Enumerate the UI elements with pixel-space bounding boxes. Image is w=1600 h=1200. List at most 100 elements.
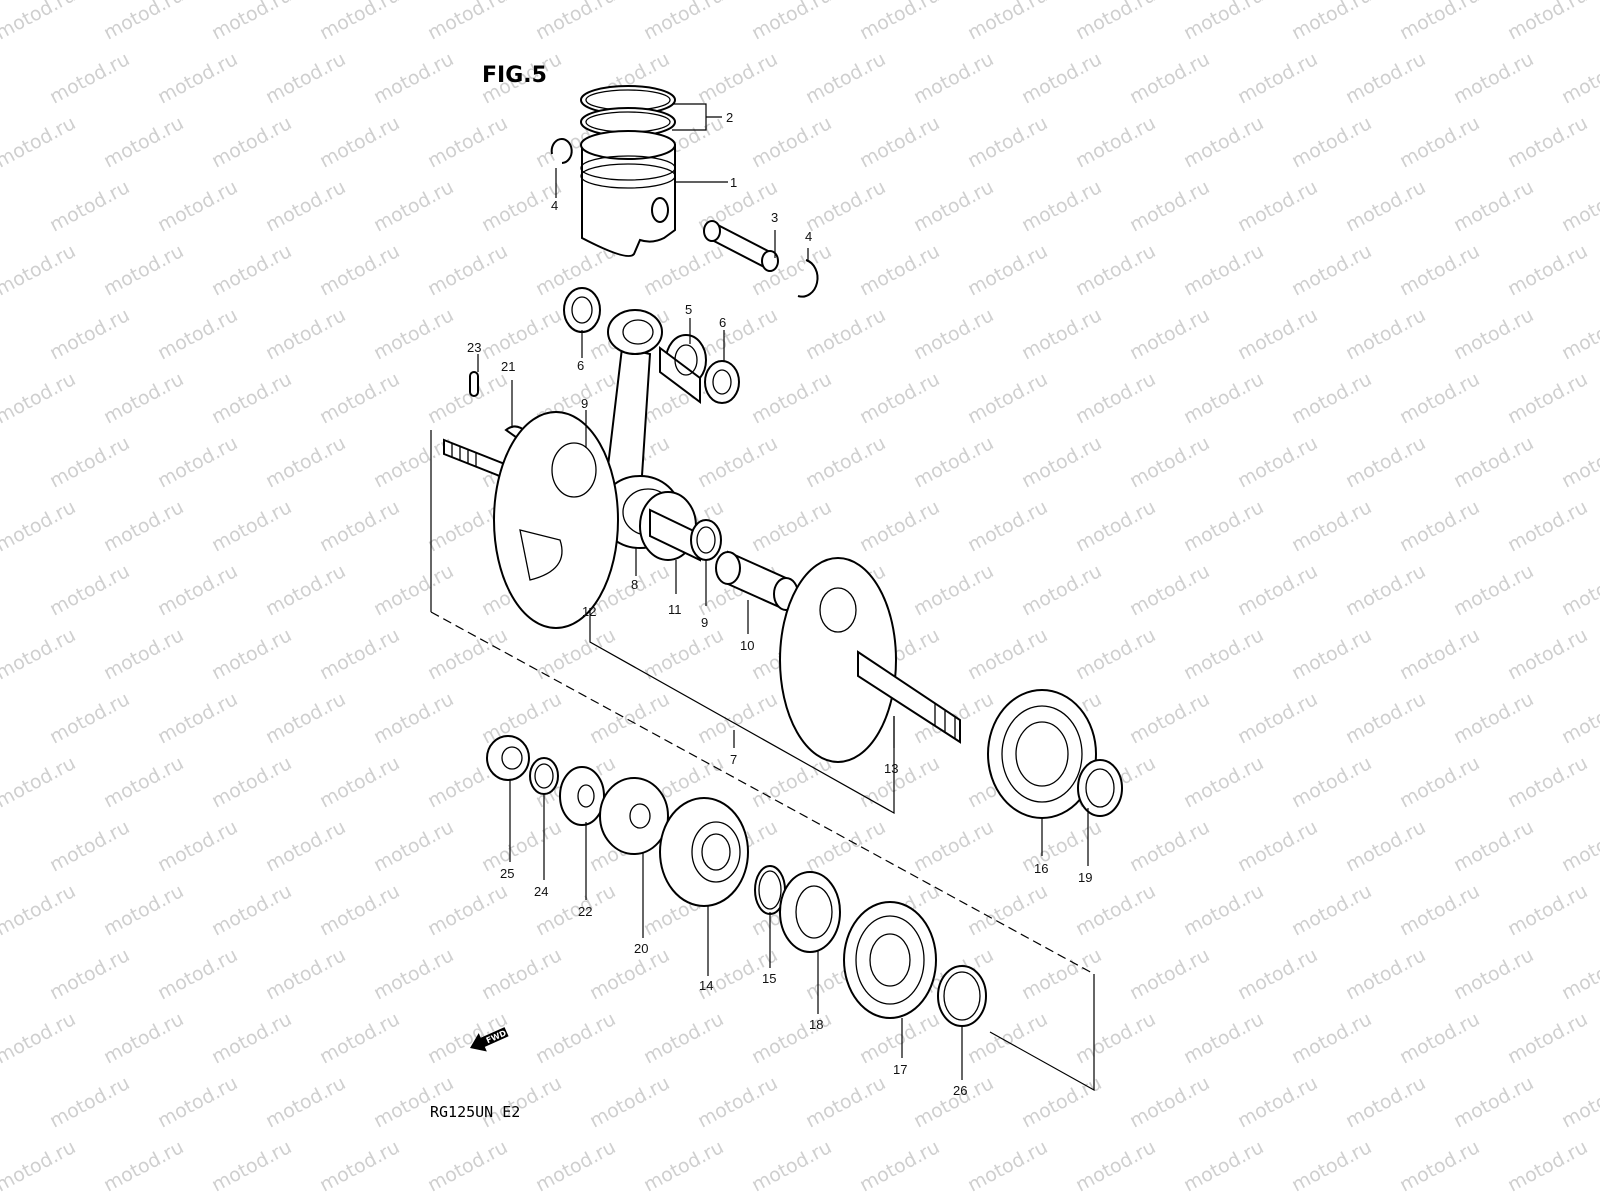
watermark-text: motod.ru xyxy=(748,752,835,812)
watermark-text: motod.ru xyxy=(208,112,295,172)
callouts: 2 1 4 3 4 5 6 6 23 21 9 8 12 11 9 10 7 1… xyxy=(467,110,1092,1098)
watermark-text: motod.ru xyxy=(100,1136,187,1196)
watermark-text: motod.ru xyxy=(694,688,781,748)
watermark-text: motod.ru xyxy=(1018,560,1105,620)
piston-ring-set xyxy=(580,85,676,137)
watermark-text: motod.ru xyxy=(424,240,511,300)
watermark-text: motod.ru xyxy=(1450,944,1537,1004)
gear-medium xyxy=(599,777,669,855)
watermark-text: motod.ru xyxy=(100,880,187,940)
watermark-text: motod.ru xyxy=(316,1008,403,1068)
watermark-text: motod.ru xyxy=(316,496,403,556)
crank-left xyxy=(443,411,619,629)
watermark-text: motod.ru xyxy=(1018,816,1105,876)
watermark-text: motod.ru xyxy=(856,1136,943,1196)
watermark-text: motod.ru xyxy=(262,816,349,876)
bearing-left xyxy=(843,901,937,1019)
watermark-text: motod.ru xyxy=(1504,112,1591,172)
watermark-text: motod.ru xyxy=(100,752,187,812)
callout-22: 22 xyxy=(578,904,592,919)
thrust-washer-left xyxy=(563,287,601,333)
watermark-text: motod.ru xyxy=(262,560,349,620)
crank-washer xyxy=(690,519,722,561)
watermark-text: motod.ru xyxy=(802,1072,889,1132)
watermark-text: motod.ru xyxy=(154,816,241,876)
watermark-text: motod.ru xyxy=(316,0,403,44)
watermark-text: motod.ru xyxy=(1126,944,1213,1004)
watermark-text: motod.ru xyxy=(1126,560,1213,620)
watermark-text: motod.ru xyxy=(262,176,349,236)
watermark-text: motod.ru xyxy=(424,624,511,684)
watermark-text: motod.ru xyxy=(1072,624,1159,684)
watermark-text: motod.ru xyxy=(1342,816,1429,876)
watermark-text: motod.ru xyxy=(1288,752,1375,812)
shim xyxy=(937,965,987,1027)
watermark-text: motod.ru xyxy=(208,624,295,684)
callout-16: 16 xyxy=(1034,861,1048,876)
watermark-text: motod.ru xyxy=(262,432,349,492)
watermark-text: motod.ru xyxy=(154,560,241,620)
watermark-text: motod.ru xyxy=(154,48,241,108)
watermark-text: motod.ru xyxy=(0,496,79,556)
watermark-text: motod.ru xyxy=(910,304,997,364)
watermark-text: motod.ru xyxy=(208,1008,295,1068)
watermark-text: motod.ru xyxy=(964,624,1051,684)
watermark-text: motod.ru xyxy=(316,880,403,940)
watermark-text: motod.ru xyxy=(856,112,943,172)
watermark-text: motod.ru xyxy=(424,0,511,44)
callout-17: 17 xyxy=(893,1062,907,1077)
piston-pin xyxy=(703,220,779,272)
watermark-text: motod.ru xyxy=(1504,0,1591,44)
watermark-text: motod.ru xyxy=(964,240,1051,300)
watermark-text: motod.ru xyxy=(1018,944,1105,1004)
callout-25: 25 xyxy=(500,866,514,881)
piston-pin-clip-left xyxy=(550,138,573,164)
watermark-text: motod.ru xyxy=(1288,368,1375,428)
watermark-text: motod.ru xyxy=(154,944,241,1004)
watermark-text: motod.ru xyxy=(1504,1136,1591,1196)
watermark-text: motod.ru xyxy=(802,48,889,108)
watermark-text: motod.ru xyxy=(640,1136,727,1196)
watermark-text: motod.ru xyxy=(316,624,403,684)
watermark-text: motod.ru xyxy=(1396,368,1483,428)
watermark-text: motod.ru xyxy=(1018,1072,1105,1132)
crank-right xyxy=(779,557,961,763)
watermark-text: motod.ru xyxy=(1342,432,1429,492)
watermark-text: motod.ru xyxy=(1126,48,1213,108)
watermark-text: motod.ru xyxy=(748,368,835,428)
watermark-text: motod.ru xyxy=(1342,944,1429,1004)
watermark-text: motod.ru xyxy=(154,432,241,492)
watermark-text: motod.ru xyxy=(316,112,403,172)
watermark-text: motod.ru xyxy=(0,112,79,172)
watermark-text: motod.ru xyxy=(370,816,457,876)
callout-24: 24 xyxy=(534,884,548,899)
callout-4: 4 xyxy=(551,198,558,213)
watermark-text: motod.ru xyxy=(1342,1072,1429,1132)
watermark-text: motod.ru xyxy=(0,1136,79,1196)
callout-19: 19 xyxy=(1078,870,1092,885)
callout-26: 26 xyxy=(953,1083,967,1098)
watermark-text: motod.ru xyxy=(1558,304,1600,364)
watermark-text: motod.ru xyxy=(694,432,781,492)
watermark-text: motod.ru xyxy=(100,1008,187,1068)
watermark-text: motod.ru xyxy=(0,880,79,940)
watermark-text: motod.ru xyxy=(802,304,889,364)
callout-20: 20 xyxy=(634,941,648,956)
watermark-text: motod.ru xyxy=(370,48,457,108)
watermark-text: motod.ru xyxy=(262,688,349,748)
piston-pin-clip-right xyxy=(797,259,819,298)
watermark-text: motod.ru xyxy=(1450,304,1537,364)
watermark-text: motod.ru xyxy=(1234,304,1321,364)
watermark-text: motod.ru xyxy=(1180,368,1267,428)
watermark-text: motod.ru xyxy=(1504,752,1591,812)
callout-9: 9 xyxy=(701,615,708,630)
watermark-text: motod.ru xyxy=(1558,1072,1600,1132)
watermark-text: motod.ru xyxy=(748,496,835,556)
watermark-text: motod.ru xyxy=(910,560,997,620)
watermark-text: motod.ru xyxy=(1288,1008,1375,1068)
watermark-text: motod.ru xyxy=(208,0,295,44)
watermark-text: motod.ru xyxy=(1288,112,1375,172)
watermark-text: motod.ru xyxy=(1234,176,1321,236)
watermark-text: motod.ru xyxy=(586,688,673,748)
